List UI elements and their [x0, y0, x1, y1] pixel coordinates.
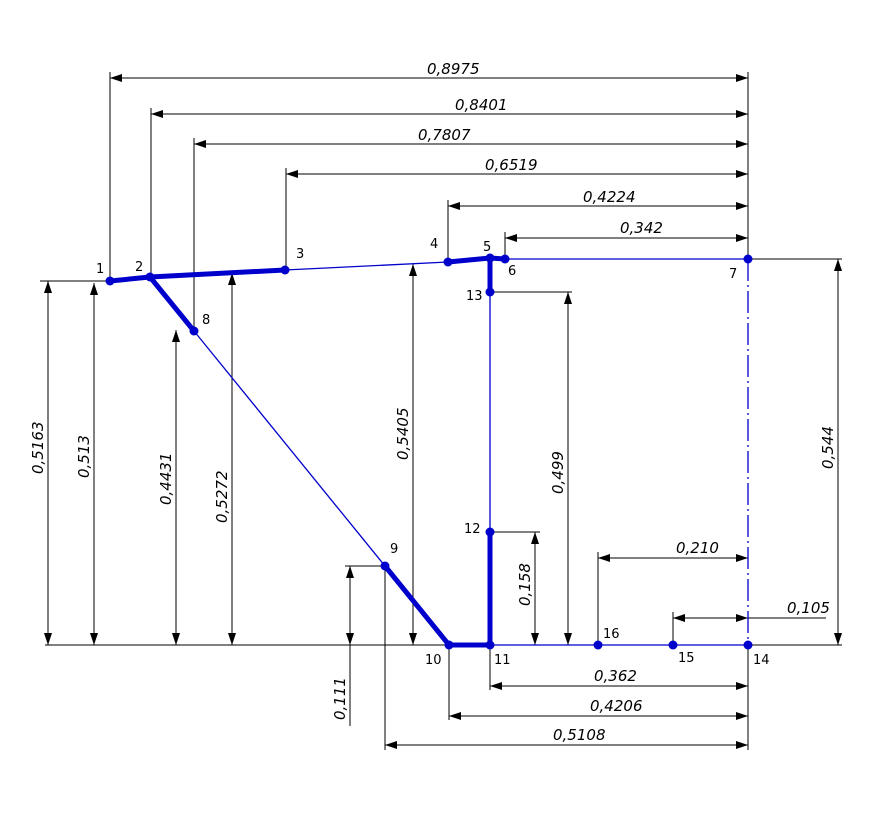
node-point-9: [380, 561, 390, 571]
node-point-14: [743, 640, 753, 650]
node-label-13: 13: [466, 289, 483, 304]
node-point-11: [485, 640, 495, 650]
dim-value-h10: 0,4206: [590, 697, 643, 715]
node-label-16: 16: [603, 627, 620, 642]
node-point-12: [485, 527, 495, 537]
dim-value-h4: 0,6519: [485, 156, 538, 174]
dim-value-v2: 0,513: [75, 435, 93, 478]
node-point-15: [668, 640, 678, 650]
node-point-4: [443, 257, 453, 267]
dim-value-v1: 0,5163: [29, 422, 47, 475]
node-point-13: [485, 287, 495, 297]
dim-value-h11: 0,5108: [553, 726, 606, 744]
node-point-10: [444, 640, 454, 650]
node-label-1: 1: [96, 262, 104, 277]
node-label-5: 5: [483, 240, 491, 255]
profile-thick-9-10-11: [382, 563, 493, 648]
node-label-15: 15: [678, 651, 695, 666]
node-point-7: [743, 254, 753, 264]
dim-value-h2: 0,8401: [455, 96, 508, 114]
node-label-12: 12: [464, 522, 481, 537]
node-label-7: 7: [729, 267, 737, 282]
dim-value-v5: 0,5405: [394, 408, 412, 461]
dim-value-h9: 0,362: [594, 667, 637, 685]
node-label-3: 3: [296, 247, 304, 262]
dim-value-v4: 0,5272: [213, 471, 231, 524]
dim-value-h5: 0,4224: [583, 188, 636, 206]
node-label-10: 10: [425, 653, 442, 668]
profile-segment-3-4: [284, 261, 449, 271]
node-label-14: 14: [753, 653, 770, 668]
node-point-8: [189, 326, 199, 336]
node-label-4: 4: [430, 237, 438, 252]
dim-value-h7: 0,210: [676, 539, 719, 557]
node-point-5: [485, 253, 495, 263]
node-label-2: 2: [135, 260, 143, 275]
dim-value-v9: 0,544: [819, 426, 837, 469]
node-label-9: 9: [390, 542, 398, 557]
node-point-16: [593, 640, 603, 650]
node-point-2: [145, 272, 155, 282]
dim-value-h6: 0,342: [620, 219, 663, 237]
profile-thick-2-8: [147, 274, 197, 334]
node-label-6: 6: [508, 264, 516, 279]
dim-value-h3: 0,7807: [418, 126, 471, 144]
profile-segment-8-9: [193, 330, 386, 567]
node-label-8: 8: [202, 313, 210, 328]
dim-value-h8: 0,105: [787, 599, 830, 617]
dim-value-v3: 0,4431: [157, 453, 175, 506]
node-point-3: [280, 265, 290, 275]
node-label-11: 11: [494, 653, 511, 668]
dim-value-v8: 0,499: [549, 451, 567, 494]
dim-value-v7: 0,158: [516, 563, 534, 606]
dim-value-v6: 0,111: [331, 677, 349, 720]
dim-value-h1: 0,8975: [427, 60, 480, 78]
profile-thick-4-5-6: [445, 255, 508, 265]
node-point-6: [500, 254, 510, 264]
node-point-1: [105, 276, 115, 286]
